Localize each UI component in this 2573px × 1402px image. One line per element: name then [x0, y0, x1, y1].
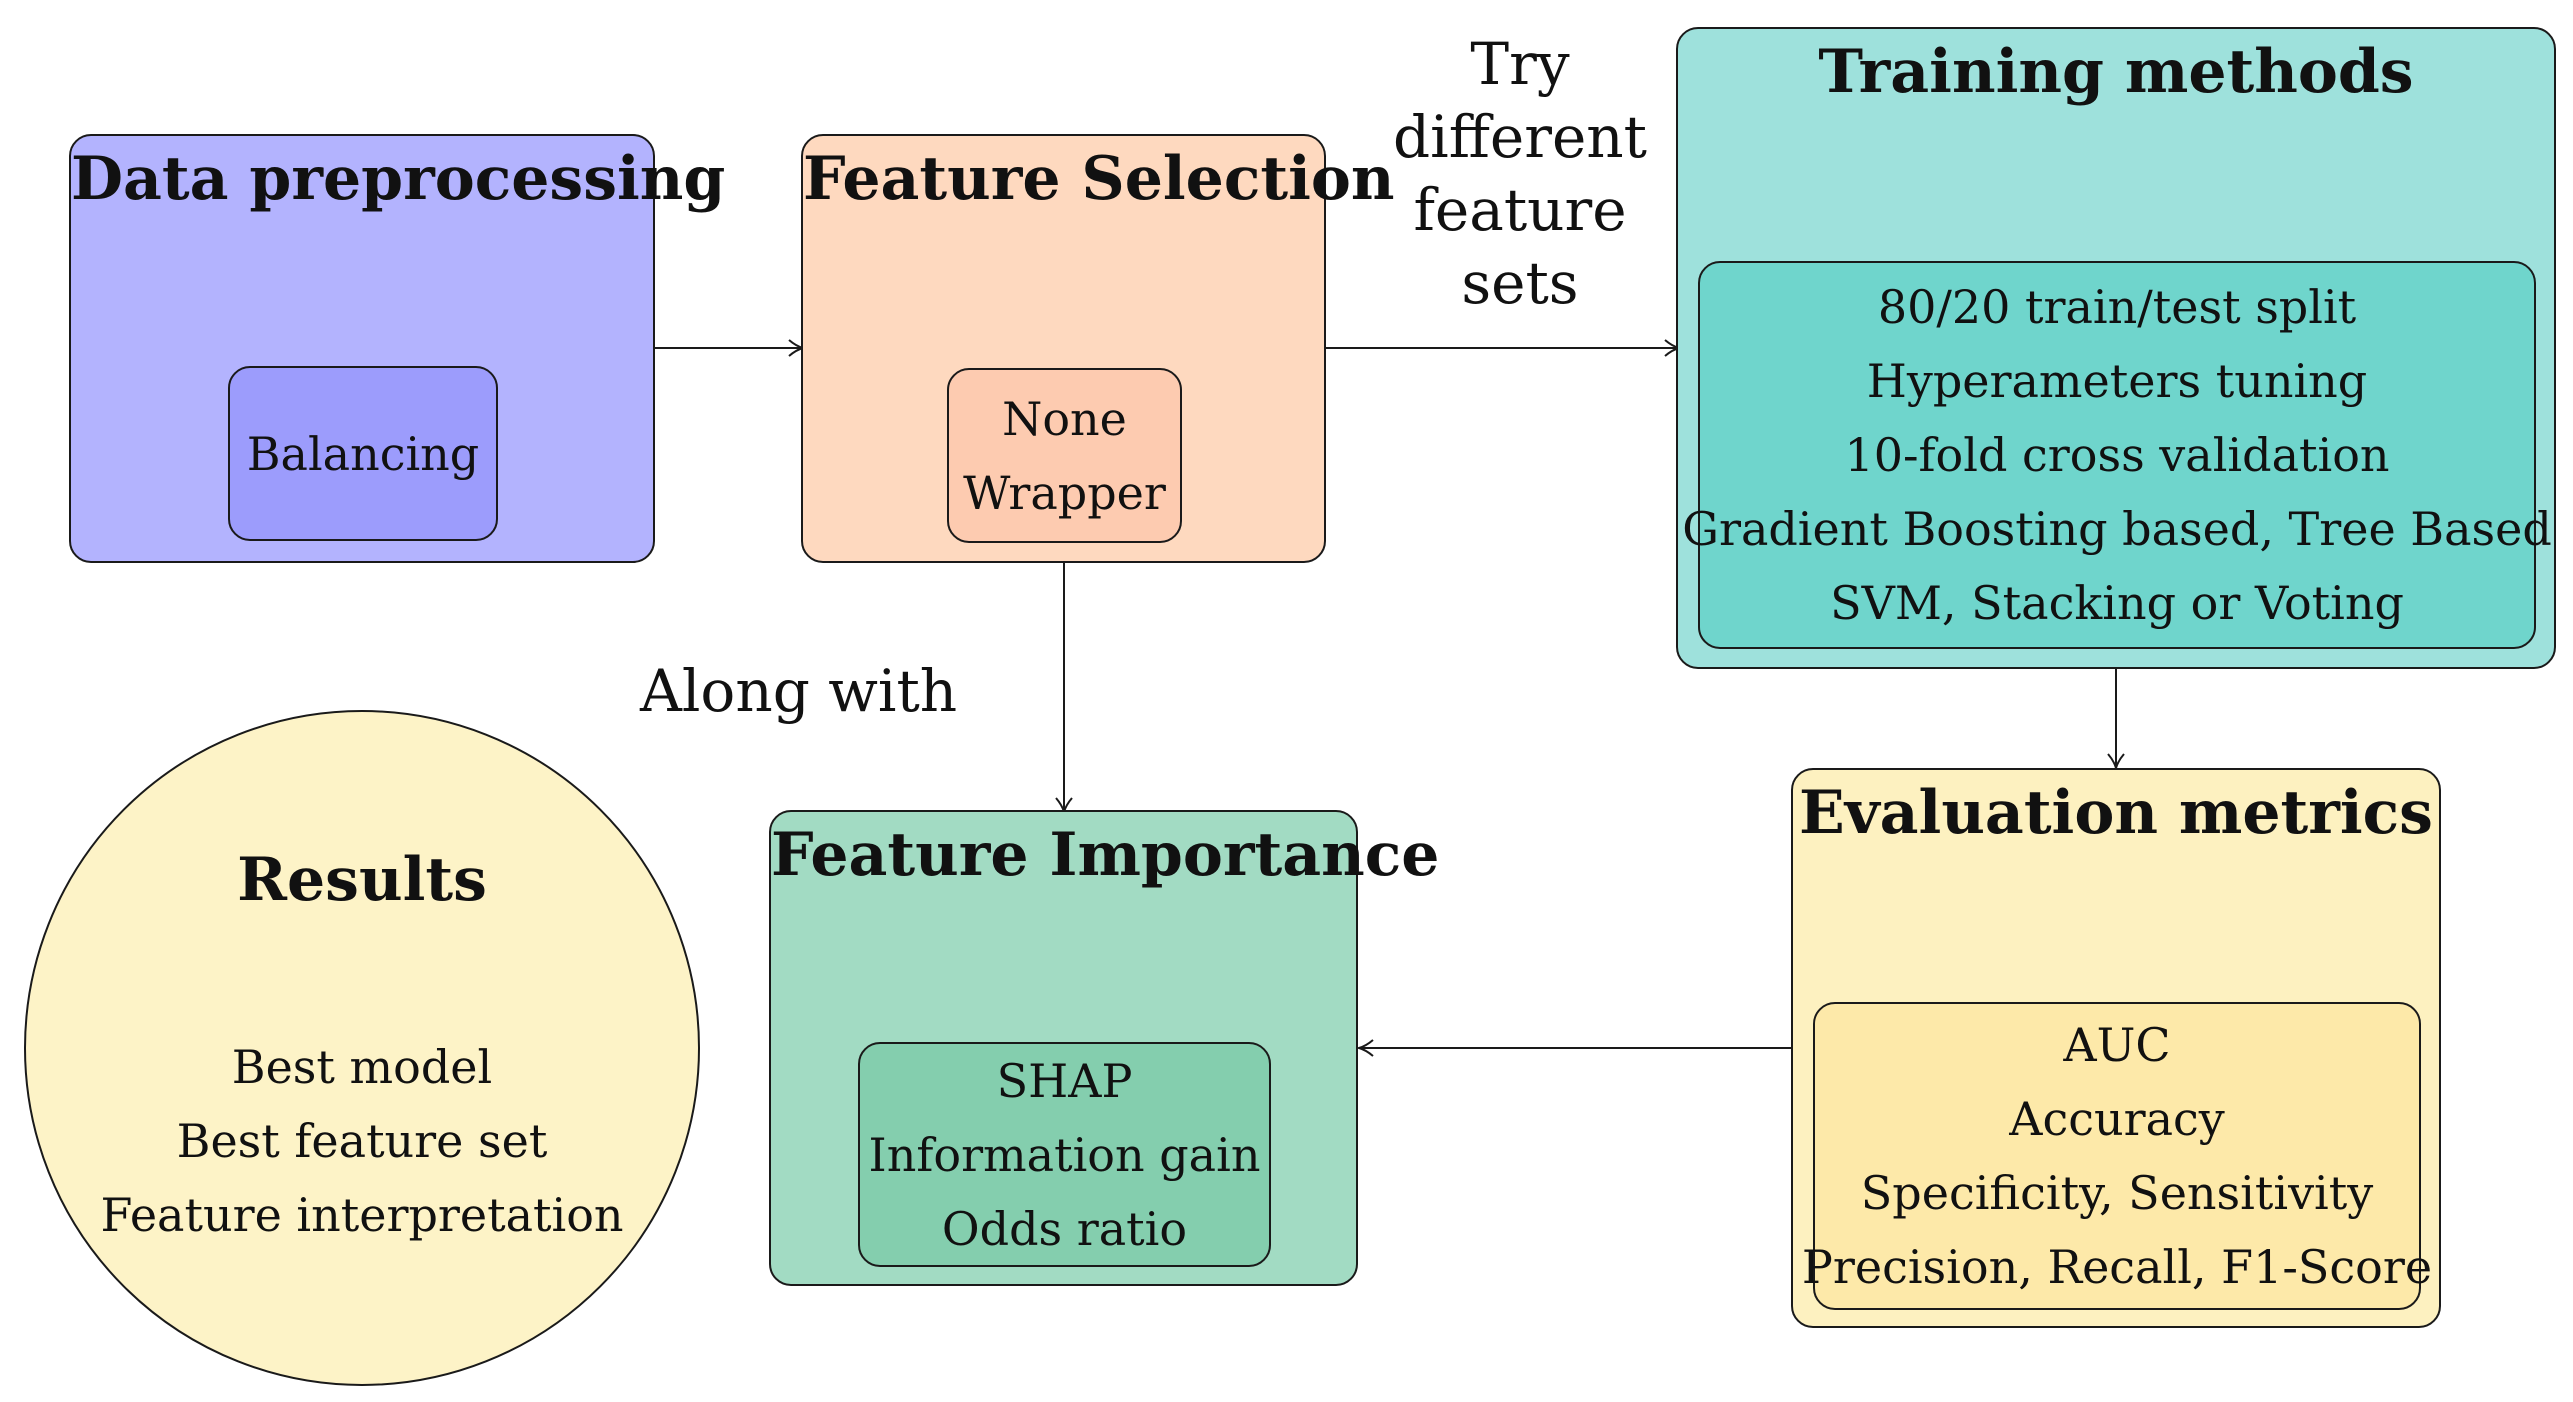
node-item: AUC [2063, 1018, 2171, 1072]
node-items: SHAP Information gain Odds ratio [858, 1042, 1271, 1267]
node-title: Training methods [1818, 37, 2414, 107]
node-items: 80/20 train/test split Hyperameters tuni… [1682, 261, 2552, 649]
node-title: Results [237, 845, 487, 915]
node-training-methods: Training methods 80/20 train/test split … [1676, 27, 2556, 669]
node-items: Balancing [228, 366, 498, 541]
node-item: Feature interpretation [100, 1188, 624, 1242]
node-items: None Wrapper [947, 368, 1182, 543]
node-item: Accuracy [2009, 1092, 2225, 1146]
node-data-preprocessing: Data preprocessing Balancing [69, 134, 726, 563]
node-feature-importance: Feature Importance SHAP Information gain… [769, 810, 1440, 1286]
node-item: None [1002, 391, 1127, 446]
node-item: Odds ratio [941, 1201, 1188, 1256]
node-evaluation-metrics: Evaluation metrics AUC Accuracy Specific… [1791, 768, 2441, 1328]
node-item: Gradient Boosting based, Tree Based [1682, 502, 2552, 556]
node-title: Feature Importance [771, 820, 1440, 890]
node-title: Evaluation metrics [1799, 778, 2433, 848]
edge-label-line: sets [1461, 249, 1579, 317]
node-feature-selection: Feature Selection None Wrapper [801, 134, 1395, 563]
node-item: SHAP [996, 1053, 1133, 1108]
node-item: Precision, Recall, F1-Score [1801, 1240, 2433, 1294]
node-results: Results Best model Best feature set Feat… [24, 710, 700, 1386]
edge-label-try-different-feature-sets: Try different feature sets [1360, 28, 1680, 320]
edge-label-along-with: Along with [640, 657, 958, 725]
edge-label-line: feature [1413, 176, 1627, 244]
node-item: Information gain [868, 1127, 1261, 1182]
node-title: Data preprocessing [71, 144, 726, 214]
node-item: Hyperameters tuning [1866, 354, 2368, 408]
node-items: AUC Accuracy Specificity, Sensitivity Pr… [1802, 1002, 2432, 1310]
edge-label-line: Try [1470, 30, 1570, 98]
node-item: 80/20 train/test split [1877, 280, 2357, 334]
node-item: Wrapper [963, 465, 1166, 520]
node-item: 10-fold cross validation [1844, 428, 2390, 482]
node-item: Best feature set [176, 1114, 548, 1168]
node-item: Specificity, Sensitivity [1860, 1166, 2374, 1220]
edge-label-line: different [1393, 103, 1647, 171]
node-items: Best model Best feature set Feature inte… [26, 1030, 698, 1252]
node-item: Balancing [246, 426, 480, 481]
node-title: Feature Selection [803, 144, 1395, 214]
node-item: SVM, Stacking or Voting [1830, 576, 2404, 630]
node-item: Best model [231, 1040, 493, 1094]
